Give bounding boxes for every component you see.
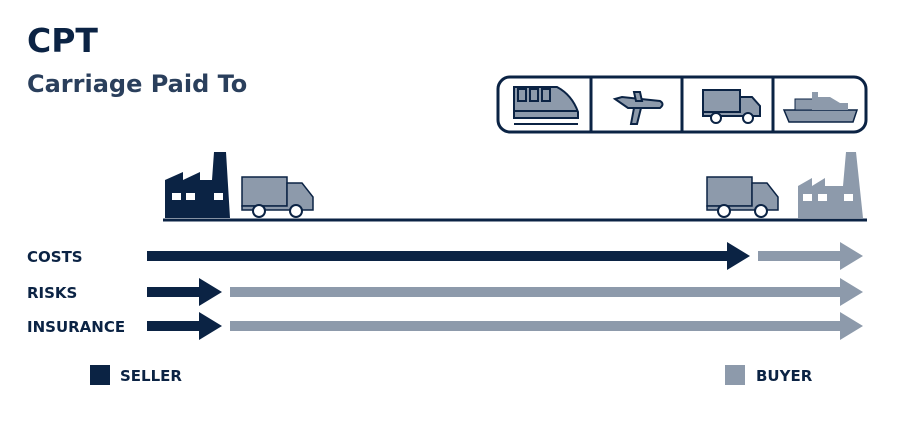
legend-buyer-swatch xyxy=(725,365,745,385)
legend-seller-swatch xyxy=(90,365,110,385)
insurance-buyer-arrow xyxy=(230,312,863,340)
row-label-costs: COSTS xyxy=(27,248,83,266)
airplane-icon xyxy=(612,91,664,125)
row-label-insurance: INSURANCE xyxy=(27,318,125,336)
ship-icon xyxy=(782,92,859,123)
page-title: CPT xyxy=(27,21,98,60)
page-subtitle: Carriage Paid To xyxy=(27,70,247,98)
buyer-truck-icon xyxy=(706,176,779,218)
legend-seller-label: SELLER xyxy=(120,367,182,385)
transport-modes-box xyxy=(496,75,868,134)
costs-buyer-arrow xyxy=(758,242,863,270)
risks-seller-arrow xyxy=(147,278,222,306)
insurance-seller-arrow xyxy=(147,312,222,340)
buyer-factory-icon xyxy=(798,152,863,218)
risks-buyer-arrow xyxy=(230,278,863,306)
row-label-risks: RISKS xyxy=(27,284,77,302)
seller-factory-icon xyxy=(165,152,230,218)
legend-buyer-label: BUYER xyxy=(756,367,813,385)
seller-truck-icon xyxy=(241,176,314,218)
truck-icon xyxy=(702,89,761,124)
train-icon xyxy=(513,86,579,125)
costs-seller-arrow xyxy=(147,242,750,270)
